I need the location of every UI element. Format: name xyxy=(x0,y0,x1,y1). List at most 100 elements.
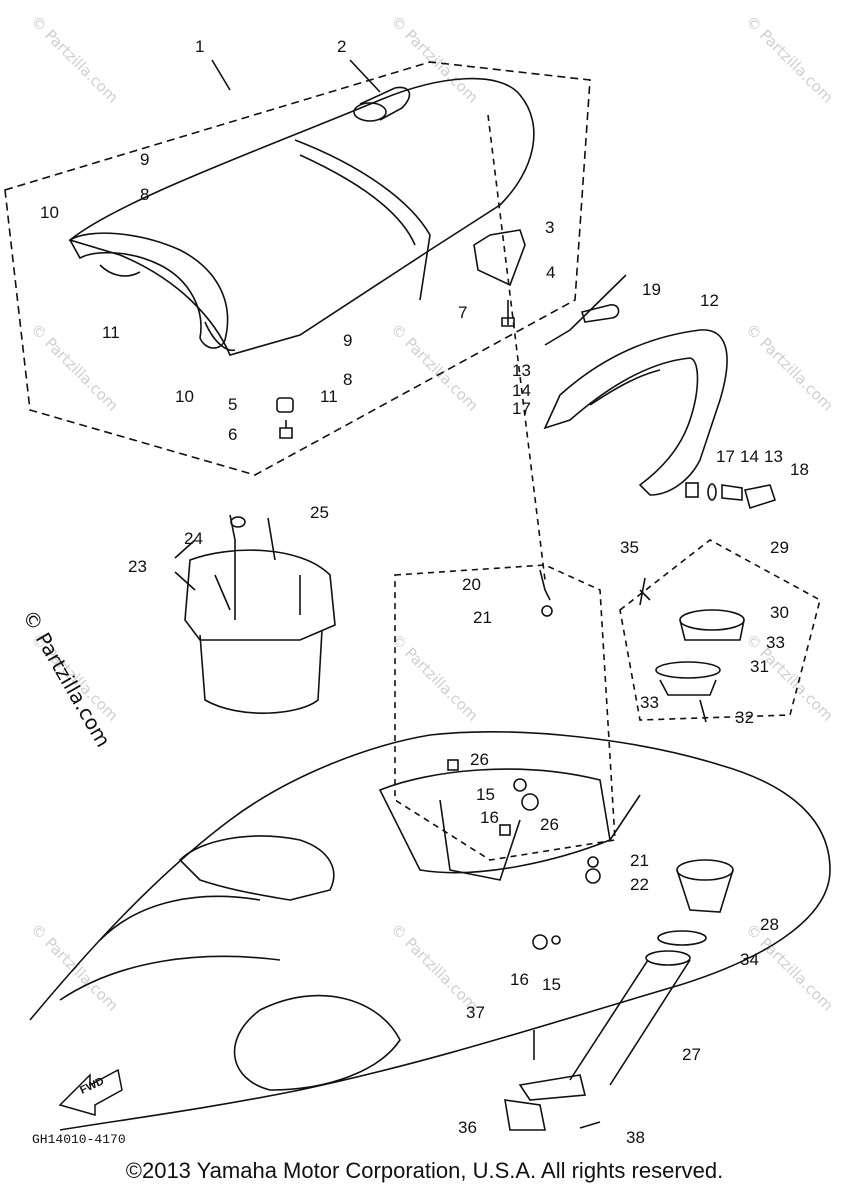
callout-label: 37 xyxy=(466,1003,485,1022)
watermark: © Partzilla.com xyxy=(742,630,837,725)
grommet-part-26 xyxy=(447,759,459,771)
seat-handle-part xyxy=(68,232,229,349)
callout-label: 4 xyxy=(546,263,555,282)
seat-handle-grip xyxy=(99,264,141,277)
leader-line xyxy=(211,59,231,91)
callout-label: 26 xyxy=(470,750,489,769)
callout-label: 33 xyxy=(640,693,659,712)
washer-part-15 xyxy=(513,778,527,792)
callout-label: 11 xyxy=(102,323,120,342)
callout-label: 13 xyxy=(764,447,783,466)
hull-deck-recess xyxy=(378,768,611,874)
watermark: © Partzilla.com xyxy=(387,920,482,1015)
cap-part-18 xyxy=(743,484,777,510)
leader-line xyxy=(174,539,196,591)
hose-end-part-27 xyxy=(645,950,691,966)
callout-label: 21 xyxy=(630,851,649,870)
seat-handle-tube xyxy=(359,86,411,121)
callout-label: 2 xyxy=(337,37,346,56)
seat-assembly-box xyxy=(4,61,591,476)
callout-label: 23 xyxy=(128,557,147,576)
grab-handle-detail xyxy=(589,369,661,406)
bracket-part-3 xyxy=(473,229,526,287)
washer-part-14 xyxy=(707,483,717,501)
callout-label: 30 xyxy=(770,603,789,622)
bolt-part-20 xyxy=(539,569,551,601)
storage-box-inner xyxy=(214,574,301,615)
callout-label: 28 xyxy=(760,915,779,934)
callout-label: 32 xyxy=(735,708,754,727)
callout-label: 24 xyxy=(184,529,203,548)
seat-body xyxy=(68,77,535,356)
callout-label: 12 xyxy=(700,291,719,310)
hull-outline xyxy=(29,731,831,1131)
callout-label: 35 xyxy=(620,538,639,557)
callout-label: 6 xyxy=(228,425,237,444)
cord-part-32 xyxy=(699,699,707,723)
callout-label: 16 xyxy=(510,970,529,989)
callout-label: 8 xyxy=(140,185,149,204)
nut-part-16 xyxy=(521,793,539,811)
callout-label: 19 xyxy=(642,280,661,299)
watermark: © Partzilla.com xyxy=(742,320,837,415)
cap-part-30 xyxy=(679,609,745,631)
hull-inner-wall xyxy=(439,799,521,881)
seat-lower-edge xyxy=(204,321,236,352)
fwd-arrow: FWD xyxy=(58,1068,123,1116)
callout-label: 10 xyxy=(40,203,59,222)
callout-label: 31 xyxy=(750,657,769,676)
callout-label: 10 xyxy=(175,387,194,406)
callout-label: 27 xyxy=(682,1045,701,1064)
callout-label: 8 xyxy=(343,370,352,389)
screw-part-35 xyxy=(639,577,651,606)
washer-part-21 xyxy=(541,605,553,617)
callout-label: 26 xyxy=(540,815,559,834)
hull-intake-opening xyxy=(178,835,335,901)
rivet-part-24-head xyxy=(230,516,246,528)
callout-label: 17 xyxy=(512,399,531,418)
hull-contour-line xyxy=(59,955,281,1001)
filler-part-28 xyxy=(676,859,734,881)
parts-diagram: © Partzilla.com © Partzilla.com © Partzi… xyxy=(4,12,837,1147)
rivet-part-24-shaft xyxy=(229,514,236,620)
copyright-footer: ©2013 Yamaha Motor Corporation, U.S.A. A… xyxy=(125,1158,724,1183)
watermark: © Partzilla.com xyxy=(742,12,837,107)
bolt-part-13 xyxy=(721,484,743,501)
seat-seam-inner xyxy=(299,154,416,246)
storage-box-body xyxy=(199,629,323,714)
storage-box-rim xyxy=(184,549,336,641)
hull-region-box xyxy=(394,564,616,861)
nut-part-16 xyxy=(532,934,548,950)
clip-part-38 xyxy=(579,1121,601,1129)
clamp-part-34 xyxy=(657,930,707,946)
washer-part-15 xyxy=(551,935,561,945)
callout-label: 13 xyxy=(512,361,531,380)
clip-part-19 xyxy=(580,304,620,323)
washer-part-17 xyxy=(685,482,699,498)
callout-label: 21 xyxy=(473,608,492,627)
hull-footwell xyxy=(233,994,401,1091)
callout-label: 29 xyxy=(770,538,789,557)
side-watermark: © Partzilla.com xyxy=(18,606,116,752)
seat-part-31 xyxy=(659,679,717,696)
callout-label: 7 xyxy=(458,303,467,322)
callout-label: 17 xyxy=(716,447,735,466)
grommet-part-26 xyxy=(499,824,511,836)
callout-label: 9 xyxy=(140,150,149,169)
hose-part-27 xyxy=(569,959,691,1086)
bracket-part-36 xyxy=(504,1099,546,1131)
seat-seam xyxy=(294,139,431,301)
lock-leader-line xyxy=(487,114,546,581)
cap-body-part-30 xyxy=(679,619,745,641)
callout-label: 16 xyxy=(480,808,499,827)
callout-label: 25 xyxy=(310,503,329,522)
callout-label: 14 xyxy=(740,447,759,466)
callout-label: 38 xyxy=(626,1128,645,1147)
leader-line xyxy=(349,59,381,93)
callout-label: 18 xyxy=(790,460,809,479)
cap-assembly-box xyxy=(619,539,821,721)
linework xyxy=(4,59,831,1131)
grommet-part-5 xyxy=(276,397,294,413)
callout-label: 33 xyxy=(766,633,785,652)
callout-label: 3 xyxy=(545,218,554,237)
